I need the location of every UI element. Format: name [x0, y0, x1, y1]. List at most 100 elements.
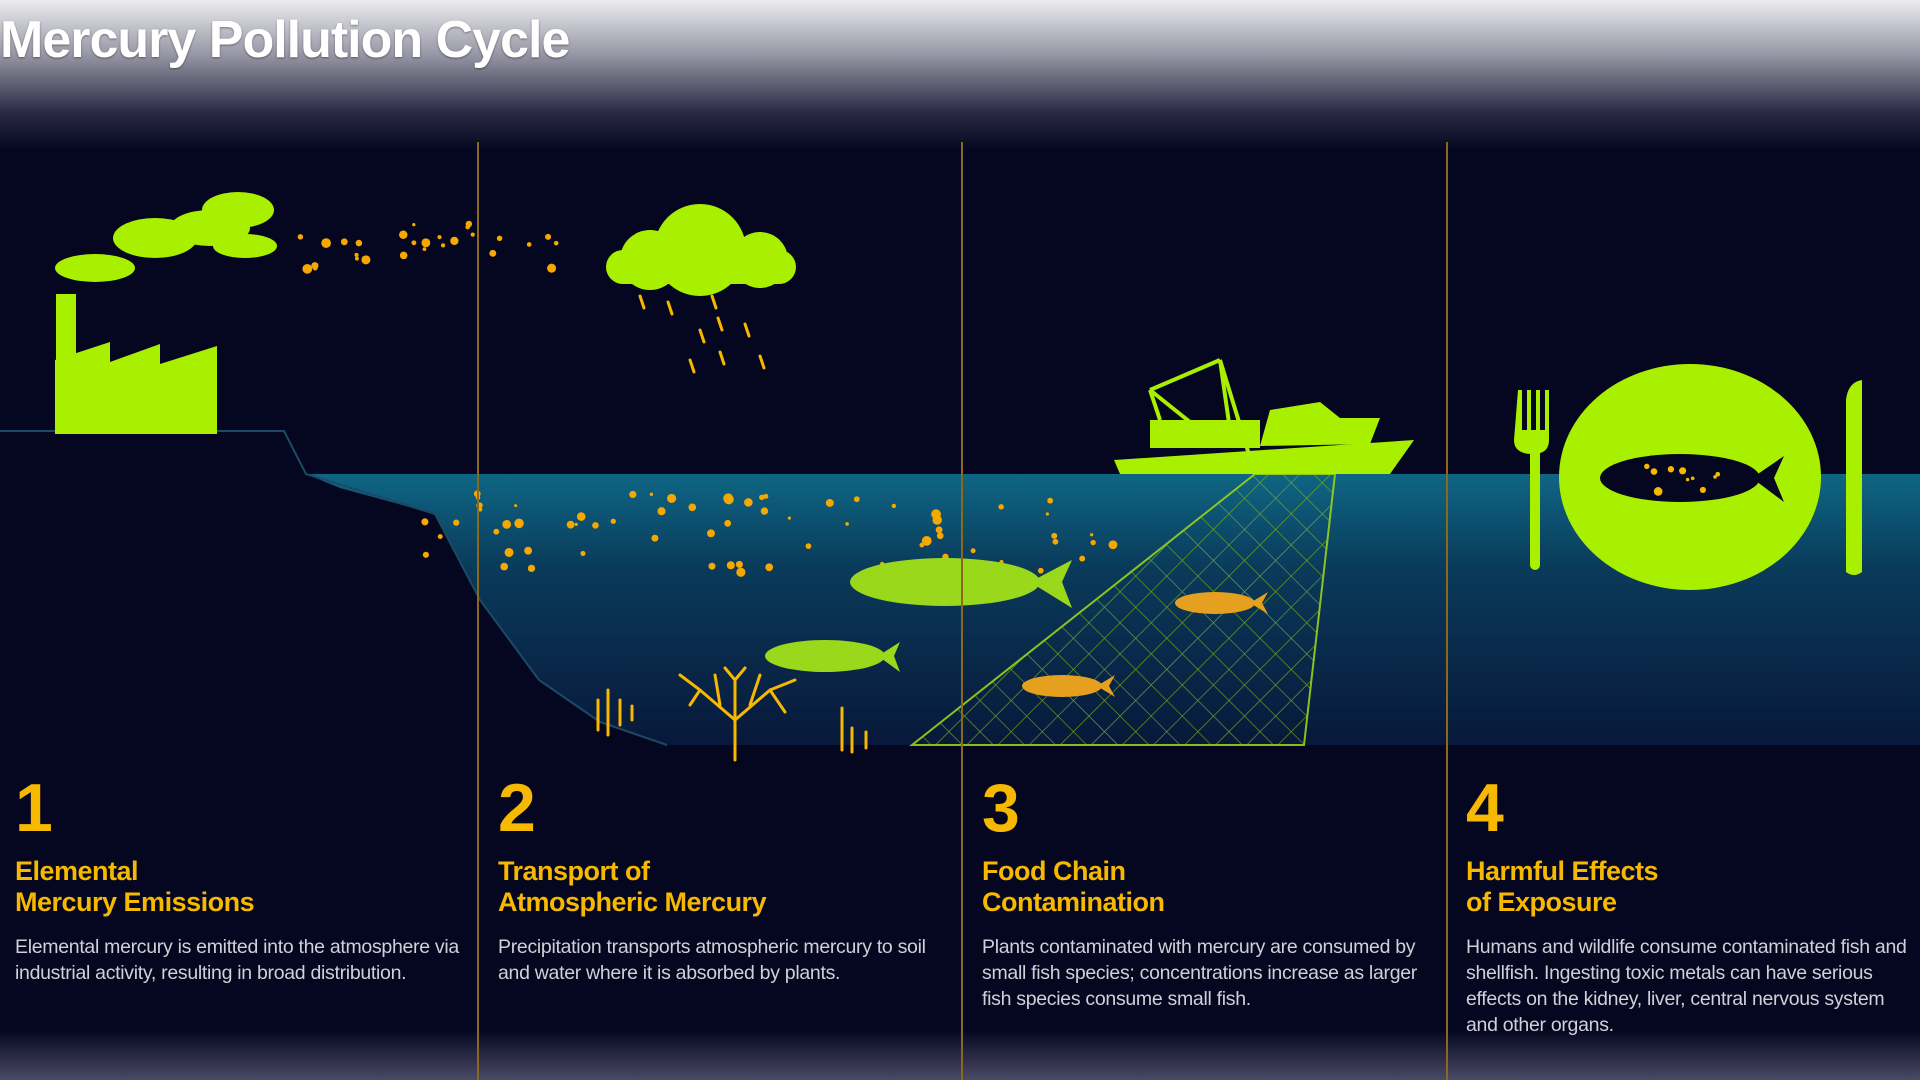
raindrop — [710, 294, 718, 310]
mercury-particle — [1715, 471, 1721, 477]
raindrop — [688, 358, 696, 374]
mercury-particle — [1052, 538, 1059, 545]
mercury-particle — [891, 503, 897, 509]
mercury-particle — [726, 561, 735, 570]
mercury-particle — [411, 240, 417, 246]
heading-line: Transport of — [498, 856, 650, 886]
mercury-particle — [412, 223, 416, 227]
mercury-particle — [760, 507, 769, 515]
mercury-particle — [1090, 539, 1096, 546]
raindrop — [718, 350, 726, 366]
mercury-particle — [1111, 544, 1116, 549]
raindrop — [698, 328, 706, 344]
orange-fish-icon — [1022, 592, 1268, 697]
mercury-particle — [921, 535, 932, 546]
step-number: 4 — [1466, 770, 1504, 846]
mercury-particle — [526, 242, 532, 247]
mercury-particle — [657, 507, 666, 516]
mercury-particle — [465, 224, 470, 230]
mercury-particle — [651, 534, 659, 542]
mercury-particle — [688, 503, 697, 512]
mercury-particle — [437, 235, 442, 240]
mercury-particle — [825, 498, 834, 507]
mercury-particle — [302, 263, 313, 274]
mercury-particle — [735, 560, 743, 568]
mercury-particle — [763, 493, 769, 499]
mercury-particle — [514, 504, 518, 508]
mercury-particle — [1045, 512, 1049, 516]
heading-line: Atmospheric Mercury — [498, 887, 767, 917]
mercury-particles-air — [297, 220, 559, 274]
mercury-particle — [1679, 467, 1687, 475]
mercury-particle — [500, 562, 509, 571]
mercury-particle — [422, 247, 427, 252]
mercury-particle — [361, 255, 371, 265]
mercury-particle — [1079, 555, 1086, 562]
mercury-particle — [576, 512, 586, 521]
mercury-particle — [970, 548, 976, 554]
plate-fish-icon — [1559, 364, 1821, 590]
mercury-particle — [297, 234, 304, 240]
mercury-particle — [805, 543, 812, 550]
mercury-particle — [399, 251, 408, 260]
bottom-band — [0, 1030, 1920, 1080]
mercury-particle — [1685, 477, 1690, 482]
mercury-particle — [1051, 532, 1058, 539]
mercury-particle — [932, 515, 942, 525]
raindrop — [638, 294, 646, 310]
heading-line: Mercury Emissions — [15, 887, 255, 917]
mercury-particle — [724, 519, 732, 527]
mercury-particle — [1037, 567, 1044, 574]
mercury-particle — [453, 519, 460, 526]
mercury-particle — [765, 563, 774, 572]
mercury-particle — [629, 490, 637, 499]
mercury-particle — [312, 265, 318, 271]
mercury-particle — [1090, 533, 1094, 537]
mercury-particle — [440, 243, 446, 248]
mercury-particle — [496, 235, 503, 242]
raindrop — [666, 300, 674, 316]
mercury-particle — [437, 534, 443, 540]
raindrop — [716, 316, 724, 332]
heading-line: of Exposure — [1466, 887, 1617, 917]
mercury-particle — [787, 516, 791, 520]
heading-line: Contamination — [982, 887, 1165, 917]
raindrop — [743, 322, 751, 338]
mercury-particle — [1653, 487, 1663, 496]
mercury-particle — [478, 507, 483, 512]
mercury-particle — [610, 518, 616, 524]
title-band — [0, 0, 1920, 150]
mercury-particle — [514, 518, 524, 529]
mercury-particle — [708, 562, 716, 570]
knife-icon — [1846, 380, 1862, 575]
mercury-particle — [1699, 486, 1706, 494]
mercury-particle — [736, 567, 746, 577]
mercury-particle — [547, 263, 557, 273]
mercury-particle — [504, 547, 514, 557]
mercury-particle — [321, 238, 331, 248]
mercury-particle — [422, 551, 429, 558]
small-fish-icon — [765, 640, 900, 672]
mercury-particle — [355, 239, 363, 247]
mercury-particle — [707, 529, 715, 538]
mercury-particle — [553, 240, 559, 246]
mercury-particle — [744, 498, 753, 507]
mercury-particle — [1644, 463, 1650, 470]
mercury-particle — [493, 528, 500, 535]
mercury-particle — [649, 492, 654, 496]
heading-line: Food Chain — [982, 856, 1126, 886]
page-title: Mercury Pollution Cycle — [0, 11, 570, 69]
mercury-particle — [354, 252, 359, 257]
mercury-particle — [524, 546, 533, 555]
mercury-particle — [1650, 468, 1658, 475]
step-number: 3 — [982, 770, 1020, 846]
mercury-particle — [580, 550, 586, 556]
mercury-particle — [936, 532, 944, 540]
mercury-particle — [1690, 476, 1695, 481]
mercury-particle — [502, 519, 512, 529]
